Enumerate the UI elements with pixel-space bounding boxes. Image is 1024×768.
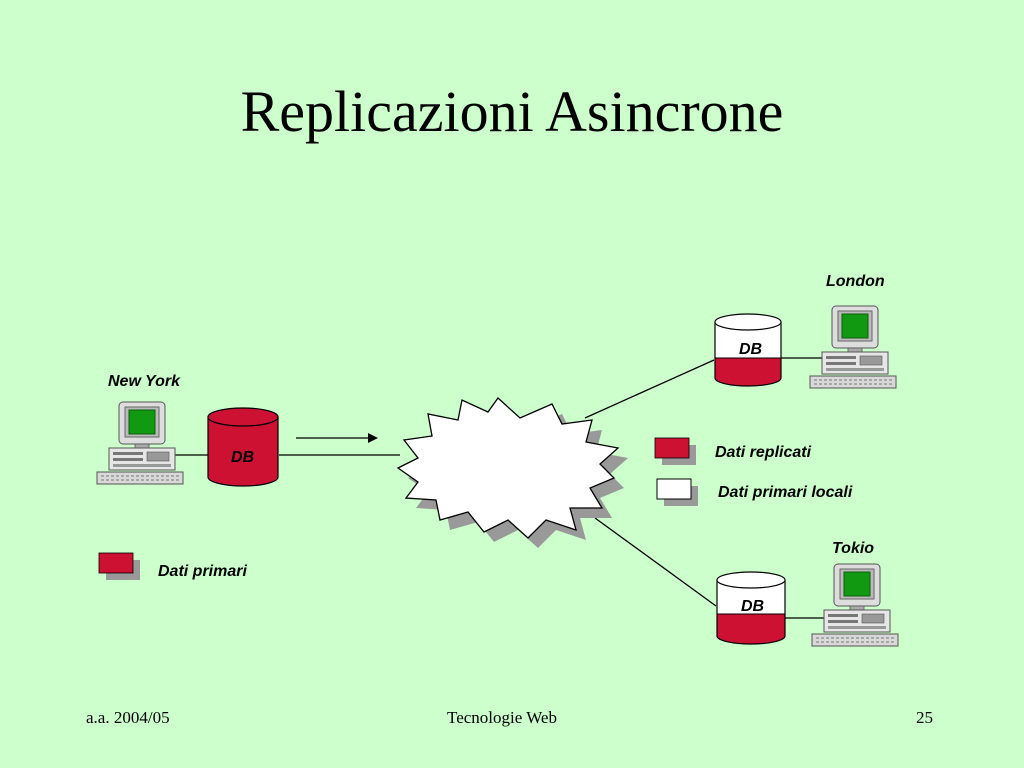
footer-course-year: a.a. 2004/05: [86, 708, 170, 727]
legend-label-local-primary: Dati primari locali: [718, 484, 853, 501]
replication-arrow: [296, 433, 378, 443]
link-cloud-tokio: [594, 517, 717, 607]
legend-swatch-local-primary: [656, 478, 698, 506]
newyork-db-label: DB: [231, 449, 255, 466]
london-db-icon: [714, 313, 782, 387]
legend-label-primary: Dati primari: [158, 563, 247, 580]
london-computer-icon: [809, 305, 897, 389]
legend-label-replicated: Dati replicati: [715, 444, 812, 461]
footer-page-number: 25: [916, 708, 933, 727]
newyork-computer-icon: [96, 401, 184, 485]
newyork-db-icon: [207, 407, 279, 487]
newyork-label: New York: [108, 373, 181, 390]
london-label: London: [826, 273, 885, 290]
network-cloud: [396, 397, 628, 548]
tokio-label: Tokio: [832, 540, 875, 557]
tokio-db-label: DB: [741, 598, 765, 615]
tokio-computer-icon: [811, 563, 899, 647]
legend-swatch-replicated: [654, 437, 696, 465]
london-db-label: DB: [739, 341, 763, 358]
footer-course-name: Tecnologie Web: [447, 708, 557, 727]
legend-swatch-primary: [98, 552, 140, 580]
slide-title: Replicazioni Asincrone: [240, 79, 784, 144]
link-cloud-london: [584, 359, 715, 419]
tokio-db-icon: [716, 571, 786, 645]
